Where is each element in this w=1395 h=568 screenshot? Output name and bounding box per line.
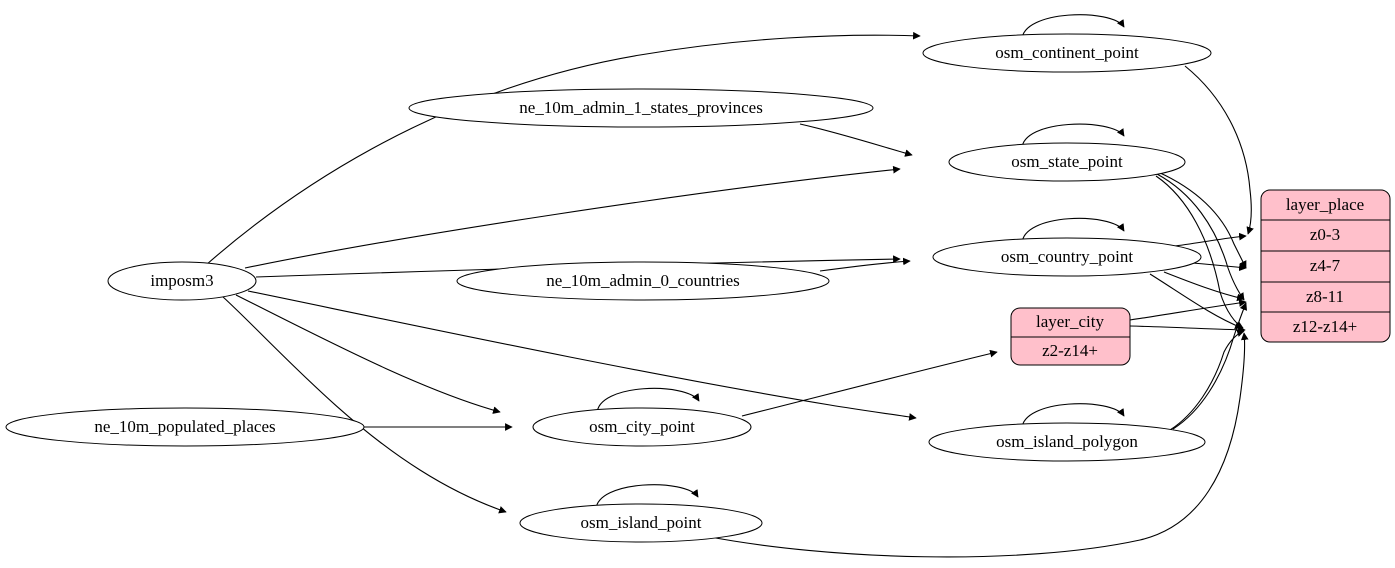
edges-layer [205, 14, 1254, 558]
edge-ne_states-to-osm_state_point [799, 123, 913, 157]
edge-osm_country_point-to-layer_place-z0-3 [1174, 232, 1247, 247]
node-osm_country_point[interactable]: osm_country_point [932, 237, 1202, 277]
edge-ne_countries-to-osm_country_point [819, 257, 911, 272]
node-osm_state_point-label: osm_state_point [1011, 152, 1123, 171]
edge-imposm3-to-osm_continent_point [205, 31, 921, 266]
edge-selfloop-osm_island_point [595, 484, 699, 511]
node-osm_island_polygon[interactable]: osm_island_polygon [928, 422, 1206, 462]
edge-osm_island_polygon-to-layer_place-z12-z14+ [1169, 329, 1245, 431]
node-imposm3-label: imposm3 [150, 271, 213, 290]
edge-osm_island_polygon-to-layer_place-z8-11 [1172, 302, 1248, 430]
node-osm_city_point[interactable]: osm_city_point [532, 407, 752, 447]
node-layer_city[interactable]: layer_city z2-z14+ [1010, 307, 1131, 366]
edge-osm_state_point-to-layer_place-z4-7 [1157, 171, 1247, 269]
node-imposm3[interactable]: imposm3 [107, 261, 257, 301]
node-osm_city_point-label: osm_city_point [589, 417, 695, 436]
edge-selfloop-osm_state_point [1021, 123, 1125, 150]
node-ne_states-label: ne_10m_admin_1_states_provinces [519, 98, 763, 117]
node-ne_populated-label: ne_10m_populated_places [94, 417, 275, 436]
layer-nodes-layer: layer_place z0-3 z4-7 z8-11 z12-z14+ lay… [1010, 189, 1391, 366]
node-layer_place[interactable]: layer_place z0-3 z4-7 z8-11 z12-z14+ [1260, 189, 1391, 343]
edge-osm_country_point-to-layer_place-z8-11 [1163, 271, 1245, 302]
layer_place-row-z8-11[interactable]: z8-11 [1306, 287, 1344, 306]
edge-selfloop-osm_city_point [596, 387, 700, 415]
node-ne_10m_admin_1_states_provinces[interactable]: ne_10m_admin_1_states_provinces [408, 88, 874, 128]
node-osm_continent_point-label: osm_continent_point [995, 43, 1139, 62]
layer_city-row-z2-z14plus[interactable]: z2-z14+ [1042, 341, 1098, 360]
edge-imposm3-to-osm_island_polygon [247, 290, 917, 421]
node-ne_10m_admin_0_countries[interactable]: ne_10m_admin_0_countries [456, 261, 830, 301]
layer_place-header-label: layer_place [1286, 195, 1364, 214]
node-osm_island_point-label: osm_island_point [581, 513, 702, 532]
layer_place-row-z4-7[interactable]: z4-7 [1310, 256, 1341, 275]
edge-imposm3-to-osm_state_point [244, 165, 901, 269]
node-ne_countries-label: ne_10m_admin_0_countries [546, 271, 740, 290]
node-osm_state_point[interactable]: osm_state_point [948, 142, 1186, 182]
layer_place-row-z0-3[interactable]: z0-3 [1310, 225, 1340, 244]
edge-selfloop-osm_continent_point [1021, 14, 1125, 41]
layer_place-row-z12-z14plus[interactable]: z12-z14+ [1293, 317, 1357, 336]
edge-imposm3-to-osm_city_point [235, 294, 501, 414]
edge-osm_continent_point-to-layer_place-z0-3 [1184, 65, 1254, 235]
node-osm_continent_point[interactable]: osm_continent_point [922, 33, 1212, 73]
edge-selfloop-osm_island_polygon [1021, 403, 1125, 430]
edge-osm_island_point-to-layer_place-z12-z14+ [704, 332, 1249, 558]
edge-imposm3-to-osm_island_point [221, 295, 507, 514]
edge-osm_state_point-to-layer_place-z8-11 [1156, 173, 1245, 301]
nodes-layer: imposm3 ne_10m_admin_1_states_provinces … [5, 33, 1212, 543]
edge-layer_city-to-layer_place-z12-z14+ [1129, 325, 1246, 334]
node-osm_country_point-label: osm_country_point [1001, 247, 1133, 266]
edge-osm_country_point-to-layer_place-z12-z14+ [1149, 273, 1243, 329]
node-osm_island_point[interactable]: osm_island_point [519, 503, 763, 543]
node-ne_10m_populated_places[interactable]: ne_10m_populated_places [5, 407, 365, 447]
layer_city-header-label: layer_city [1036, 312, 1104, 331]
edge-osm_state_point-to-layer_place-z12-z14+ [1155, 175, 1244, 329]
edge-layer_city-to-layer_place-z8-11 [1129, 299, 1247, 321]
edge-osm_city_point-to-layer_city-z2-z14+ [741, 349, 998, 417]
edge-selfloop-osm_country_point [1021, 217, 1125, 245]
node-osm_island_polygon-label: osm_island_polygon [996, 432, 1138, 451]
